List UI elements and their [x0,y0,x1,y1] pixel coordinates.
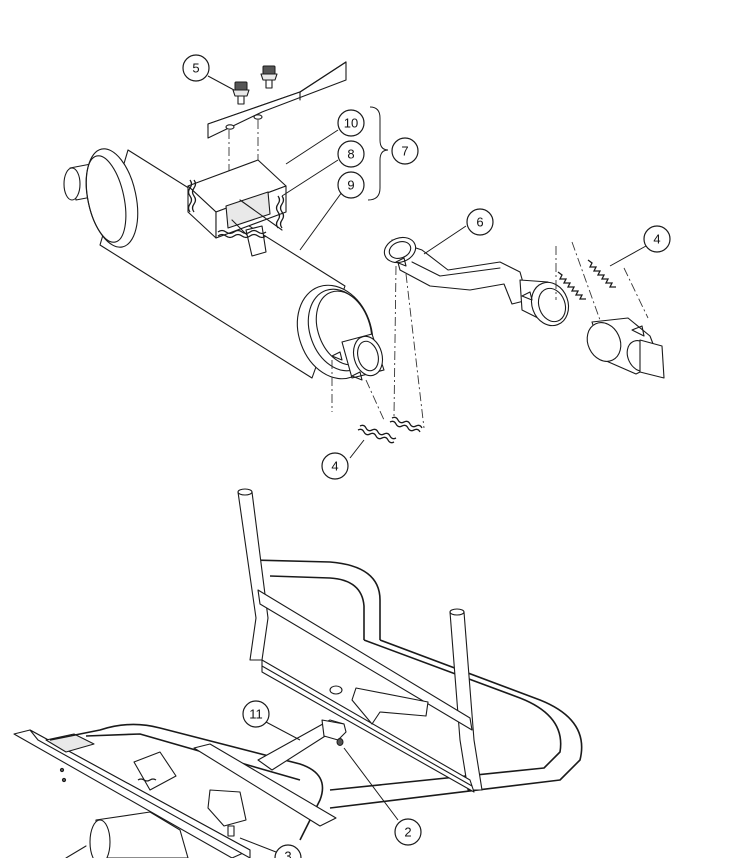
callout-6-label: 6 [476,215,483,230]
lower-muffler-stub [65,811,189,858]
frame-side-hoop [49,723,324,841]
callout-9-label: 9 [347,178,354,193]
callout-2-label: 2 [404,825,411,840]
callout-4-upper: 4 [643,225,671,253]
muffler [63,148,385,381]
frame-main-rail [13,729,251,858]
spring-lower-b [389,416,423,433]
callout-7: 7 [391,137,419,165]
spring-upper-a [557,271,586,300]
callout-3: 3 [274,844,302,858]
frame-rear-hoop [251,559,583,809]
spring-lower-a [357,424,397,444]
bolt-left [232,81,250,105]
muffler-mount-tab [321,719,347,746]
callout-10: 10 [337,109,365,137]
callout-8: 8 [337,140,365,168]
callout-11: 11 [242,700,270,728]
callout-4-lower: 4 [321,452,349,480]
callout-3-label: 3 [284,849,291,858]
callout-4-lower-label: 4 [331,459,338,474]
lower-muffler-bracket [133,751,247,837]
spring-bracket-right [275,195,285,229]
callout-7-label: 7 [401,144,408,159]
frame-upright-right [449,608,483,791]
callout-2: 2 [394,818,422,846]
header-pipe [383,236,570,327]
frame-upright-left [237,488,269,661]
callout-4-upper-label: 4 [653,232,660,247]
bolt-right [260,65,278,89]
mounting-bracket-plate [207,61,347,139]
callout-5-label: 5 [192,61,199,76]
callout-8-label: 8 [347,147,354,162]
frame-lower-brace [193,719,345,827]
frame-top-rail [257,589,473,731]
callout-5: 5 [182,54,210,82]
exhaust-coupler [586,317,665,379]
frame-mount-bracket [329,685,429,725]
callout-6: 6 [466,208,494,236]
spring-bracket-bottom [217,229,267,239]
spring-bracket-left [187,179,197,213]
spring-upper-b [587,259,616,288]
callout-11-label: 11 [249,707,263,722]
callout-9: 9 [337,171,365,199]
callout-10-label: 10 [344,116,358,131]
muffler-strap-bracket [187,159,287,257]
frame-cross-member [261,659,475,793]
